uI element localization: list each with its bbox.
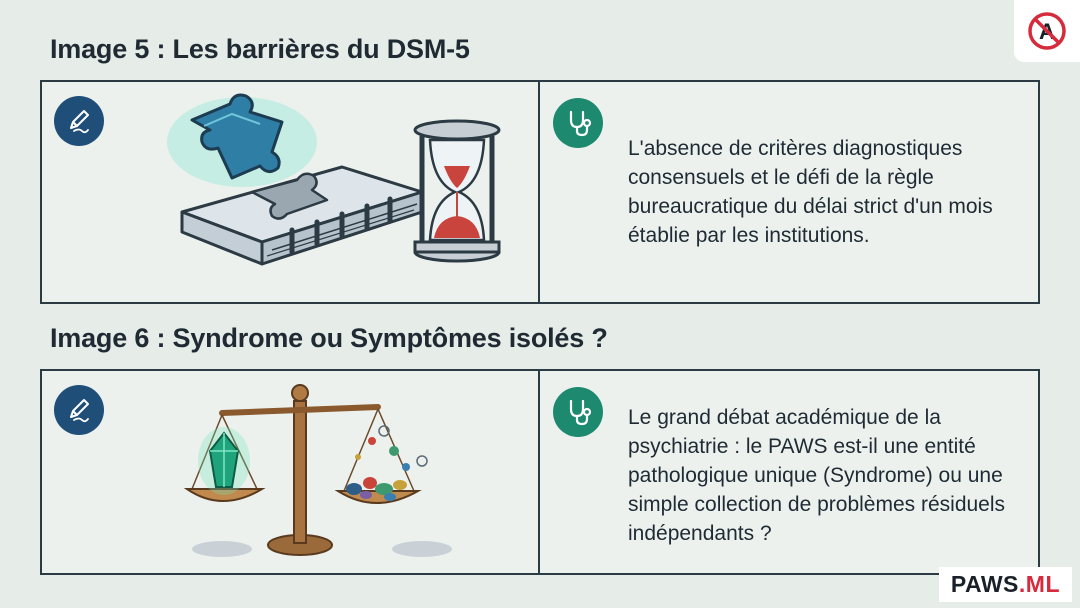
brand-logo: PAWS.ML <box>938 567 1072 602</box>
section-5-text-cell: L'absence de critères diagnostiques cons… <box>540 82 1038 302</box>
section-5-panel: L'absence de critères diagnostiques cons… <box>40 80 1040 304</box>
balance-scale-illustration <box>183 384 452 557</box>
pencil-icon <box>54 385 104 435</box>
stethoscope-icon <box>553 98 603 148</box>
section-5-description: L'absence de critères diagnostiques cons… <box>628 137 993 247</box>
section-6-title: Image 6 : Syndrome ou Symptômes isolés ? <box>50 323 608 353</box>
section-6-text-cell: Le grand débat académique de la psychiat… <box>540 371 1038 573</box>
stethoscope-icon <box>553 387 603 437</box>
pencil-icon <box>54 96 104 146</box>
puzzle-book-hourglass-illustration <box>167 93 501 266</box>
section-6-panel: Le grand débat académique de la psychiat… <box>40 369 1040 575</box>
section-6-image-cell <box>42 371 540 573</box>
no-a-icon: A <box>1014 0 1080 62</box>
section-6-description: Le grand débat académique de la psychiat… <box>628 406 1006 545</box>
section-5-image-cell <box>42 82 540 302</box>
section-5-title: Image 5 : Les barrières du DSM-5 <box>50 34 470 64</box>
